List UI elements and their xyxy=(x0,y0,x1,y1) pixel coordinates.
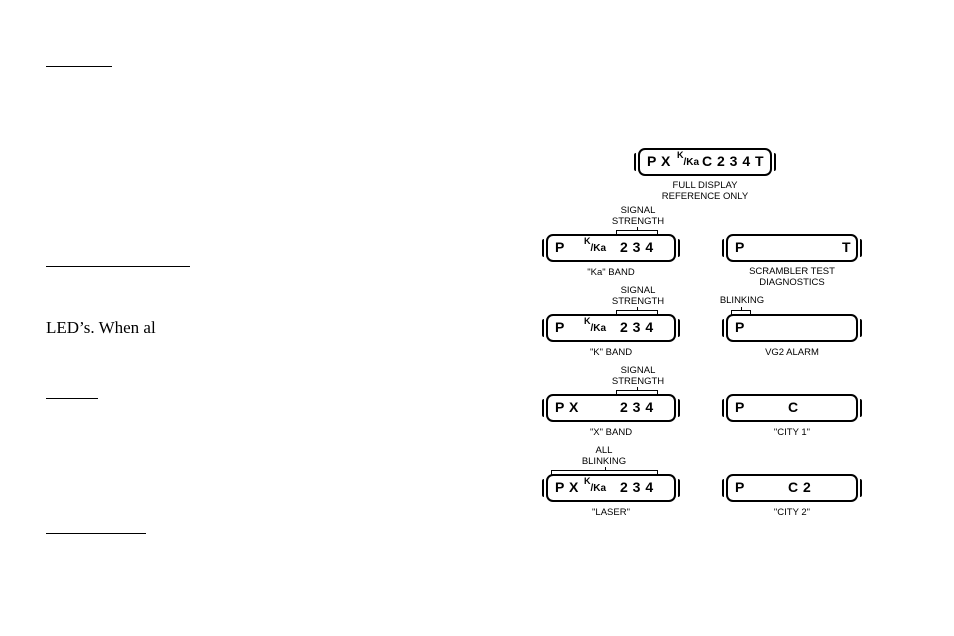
city1-caption: "CITY 1" xyxy=(773,427,811,438)
ka-band-digits: 2 3 4 xyxy=(620,239,654,255)
scrambler-t: T xyxy=(842,239,852,255)
k-band-k-ka: K/Ka xyxy=(584,316,607,334)
x-band-px: P X xyxy=(555,399,579,415)
scrambler-p: P xyxy=(735,239,745,255)
k-band-digits: 2 3 4 xyxy=(620,319,654,335)
ka-band-k-ka: K/Ka xyxy=(584,236,607,254)
laser-display: P X K/Ka 2 3 4 xyxy=(542,474,680,502)
full-display: P X K/Ka C 2 3 4 T xyxy=(634,148,776,176)
vg2-p: P xyxy=(735,319,745,335)
ka-band-display: P K/Ka 2 3 4 xyxy=(542,234,680,262)
full-display-px: P X xyxy=(647,153,671,169)
heading-underline-2 xyxy=(46,266,190,267)
city1-p: P xyxy=(735,399,745,415)
x-band-display: P X 2 3 4 xyxy=(542,394,680,422)
vg2-caption: VG2 ALARM xyxy=(765,347,819,358)
city2-caption: "CITY 2" xyxy=(773,507,811,518)
blinking-label: BLINKING xyxy=(719,295,765,306)
city2-c: C 2 xyxy=(788,479,812,495)
signal-strength-bracket-3 xyxy=(616,387,658,396)
city1-c: C xyxy=(788,399,799,415)
city2-p: P xyxy=(735,479,745,495)
laser-k-ka: K/Ka xyxy=(584,476,607,494)
k-band-caption: "K" BAND xyxy=(589,347,633,358)
city2-display: P C 2 xyxy=(722,474,862,502)
heading-underline-1 xyxy=(46,66,112,67)
heading-underline-3 xyxy=(46,398,98,399)
laser-px: P X xyxy=(555,479,579,495)
all-blinking-bracket xyxy=(551,467,658,476)
body-text-fragment: LED’s. When al xyxy=(46,318,156,337)
ka-band-caption: "Ka" BAND xyxy=(587,267,635,278)
blinking-bracket xyxy=(731,307,751,316)
full-display-k-ka: K/Ka xyxy=(677,150,700,168)
x-band-digits: 2 3 4 xyxy=(620,399,654,415)
city1-display: P C xyxy=(722,394,862,422)
scrambler-display: P T xyxy=(722,234,862,262)
full-display-c234t: C 2 3 4 T xyxy=(702,153,765,169)
x-band-caption: "X" BAND xyxy=(589,427,633,438)
ka-band-p: P xyxy=(555,239,565,255)
signal-strength-bracket-2 xyxy=(616,307,658,316)
heading-underline-4 xyxy=(46,533,146,534)
k-band-display: P K/Ka 2 3 4 xyxy=(542,314,680,342)
vg2-display: P xyxy=(722,314,862,342)
k-band-p: P xyxy=(555,319,565,335)
signal-strength-bracket-1 xyxy=(616,227,658,236)
laser-digits: 2 3 4 xyxy=(620,479,654,495)
laser-caption: "LASER" xyxy=(592,507,630,518)
